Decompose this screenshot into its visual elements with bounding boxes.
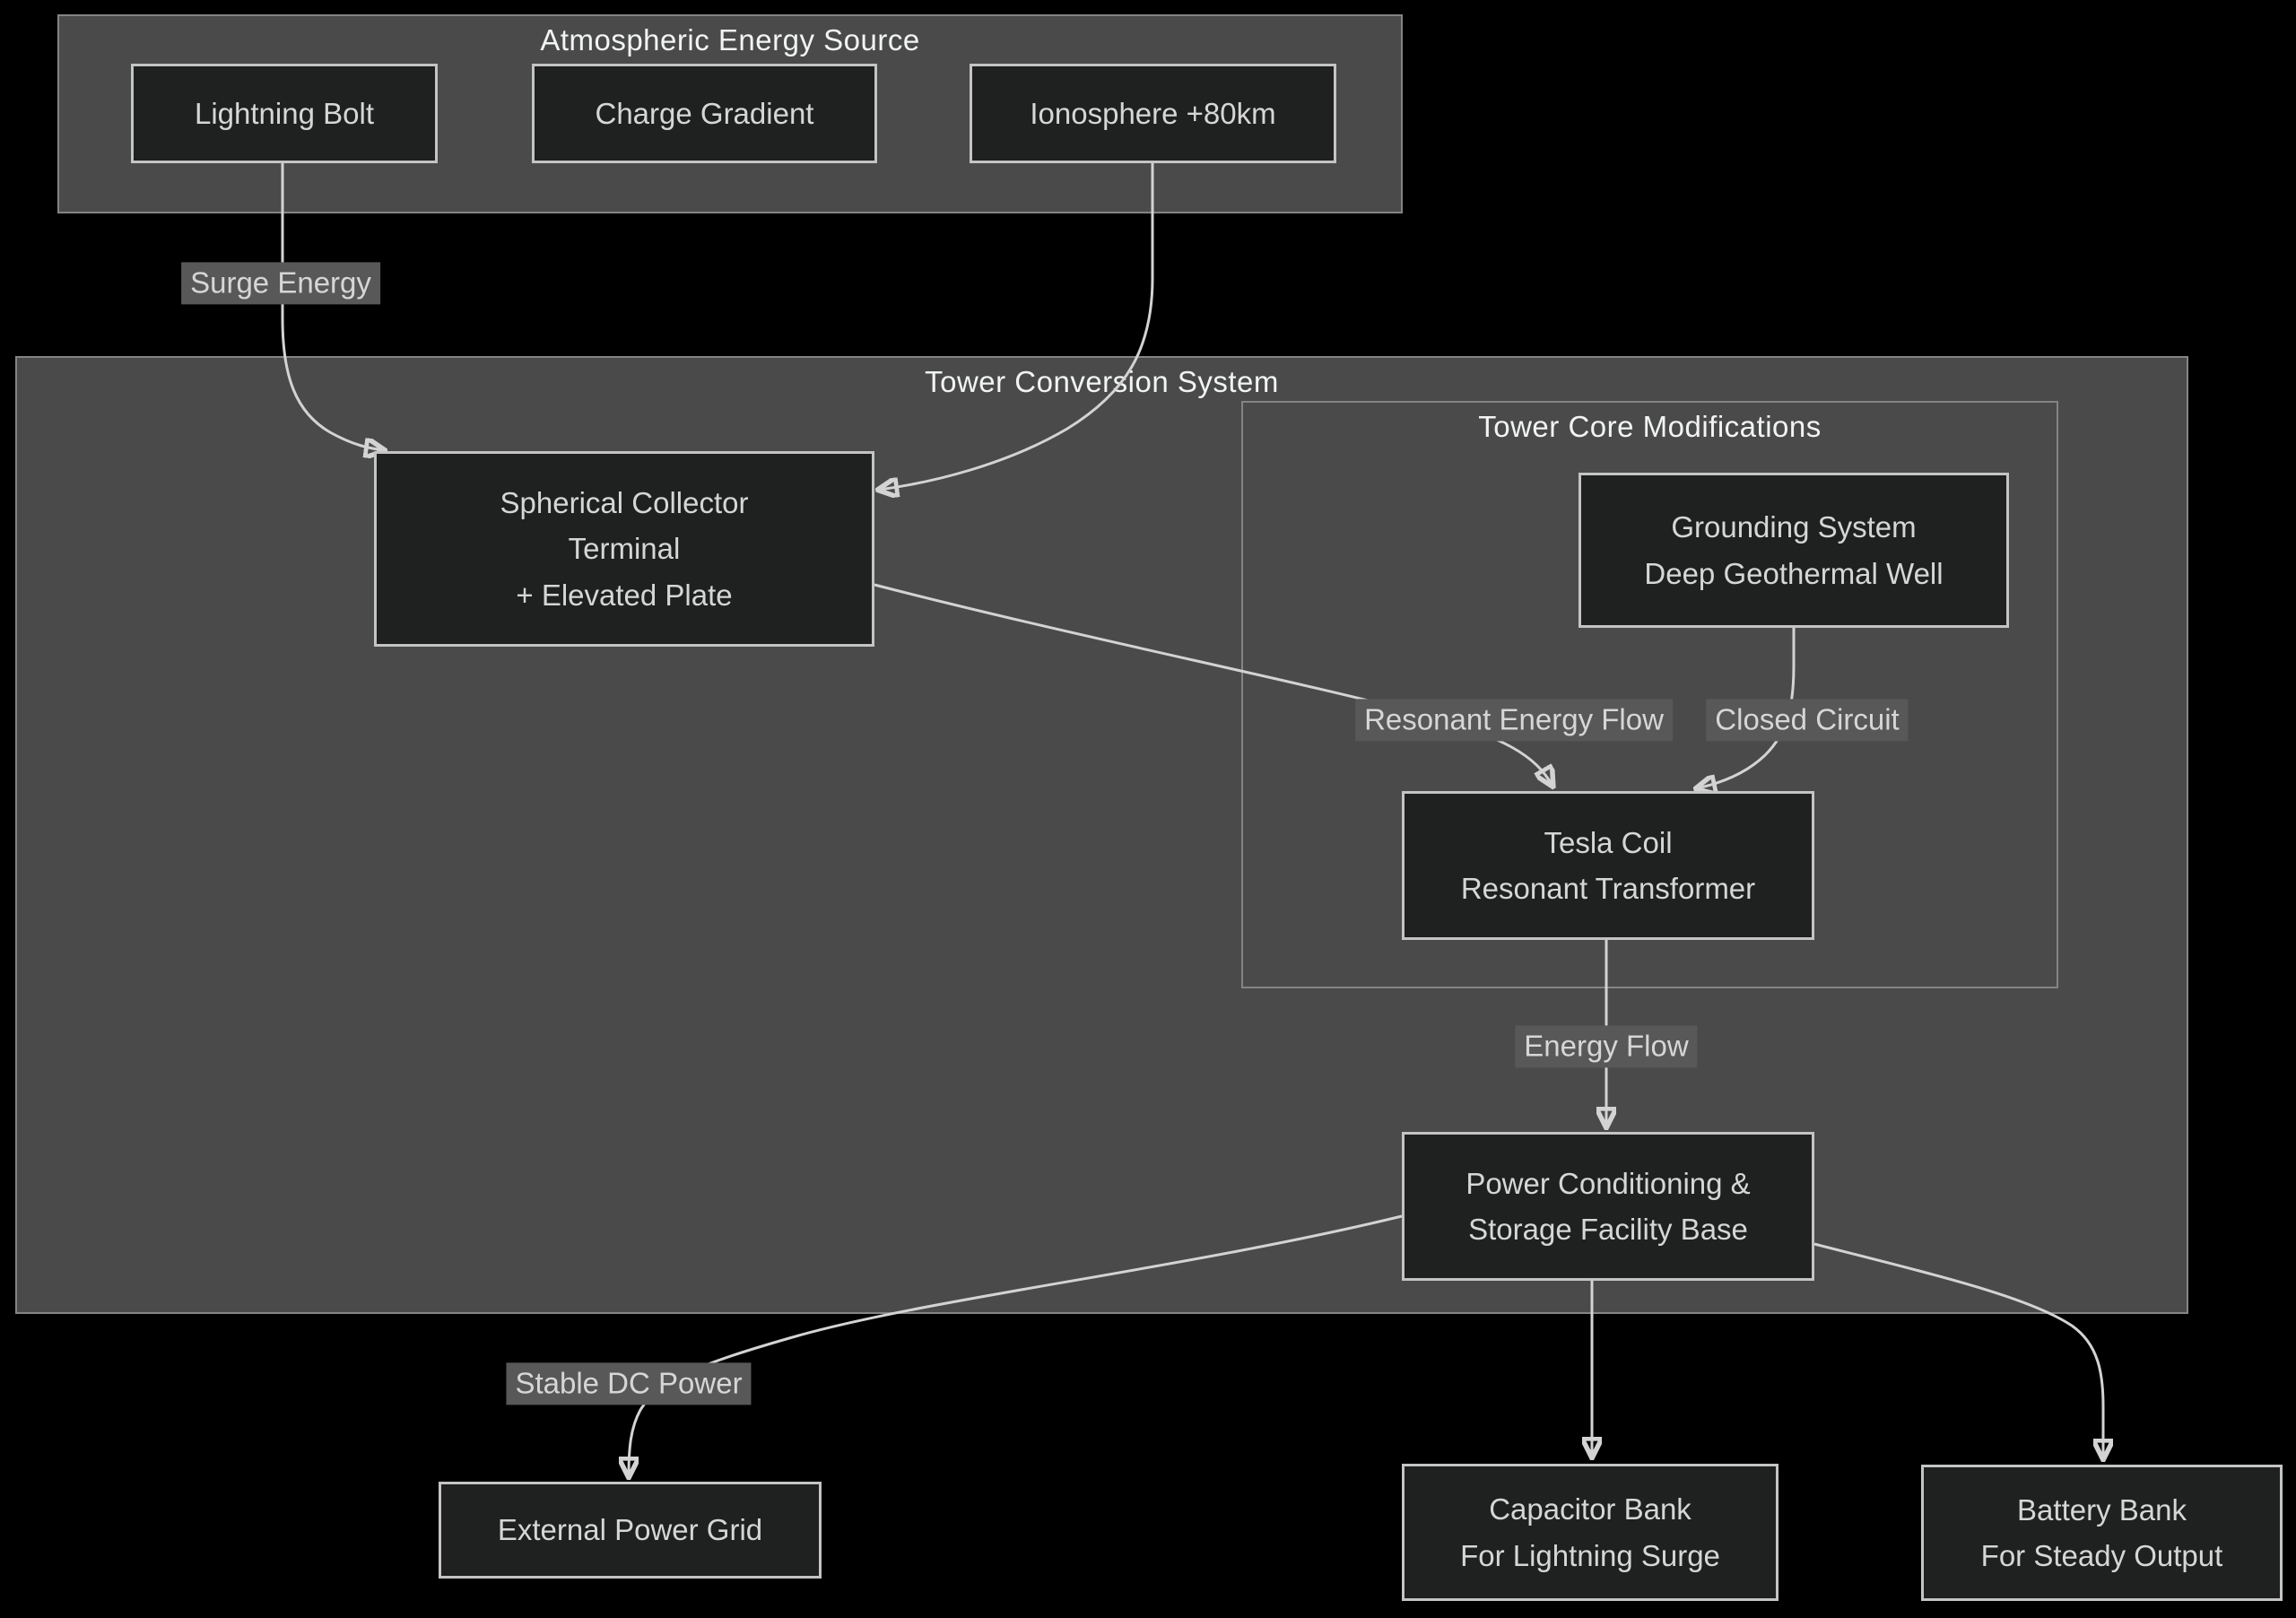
- edge-power-to-grid: [629, 1214, 1403, 1476]
- edge-grounding-to-tesla: [1697, 628, 1796, 788]
- node-lightning-bolt: Lightning Bolt: [131, 64, 438, 163]
- edge-label-energy-flow: Energy Flow: [1515, 1025, 1698, 1068]
- edge-power-to-battery: [1813, 1242, 2103, 1458]
- node-charge-gradient: Charge Gradient: [532, 64, 877, 163]
- edge-label-resonant-energy-flow: Resonant Energy Flow: [1355, 699, 1673, 742]
- edge-collector-to-tesla: [874, 583, 1552, 786]
- cluster-title-tower: Tower Conversion System: [925, 365, 1279, 398]
- node-battery-bank: Battery Bank For Steady Output: [1921, 1465, 2283, 1601]
- node-capacitor-bank: Capacitor Bank For Lightning Surge: [1402, 1464, 1779, 1601]
- node-ionosphere: Ionosphere +80km: [970, 64, 1336, 163]
- edge-label-surge-energy: Surge Energy: [181, 262, 380, 305]
- edge-label-closed-circuit: Closed Circuit: [1706, 699, 1909, 742]
- edge-label-stable-dc-power: Stable DC Power: [506, 1362, 752, 1405]
- node-spherical-collector: Spherical Collector Terminal + Elevated …: [374, 451, 874, 647]
- edge-lightning-to-collector: [281, 163, 384, 450]
- cluster-title-core: Tower Core Modifications: [1478, 410, 1822, 443]
- node-power-conditioning: Power Conditioning & Storage Facility Ba…: [1402, 1132, 1814, 1281]
- node-tesla-coil: Tesla Coil Resonant Transformer: [1402, 791, 1814, 940]
- edge-ionosphere-to-collector: [879, 163, 1154, 490]
- node-external-power-grid: External Power Grid: [439, 1482, 822, 1579]
- node-grounding-system: Grounding System Deep Geothermal Well: [1578, 473, 2009, 628]
- cluster-title-atmospheric: Atmospheric Energy Source: [540, 23, 920, 57]
